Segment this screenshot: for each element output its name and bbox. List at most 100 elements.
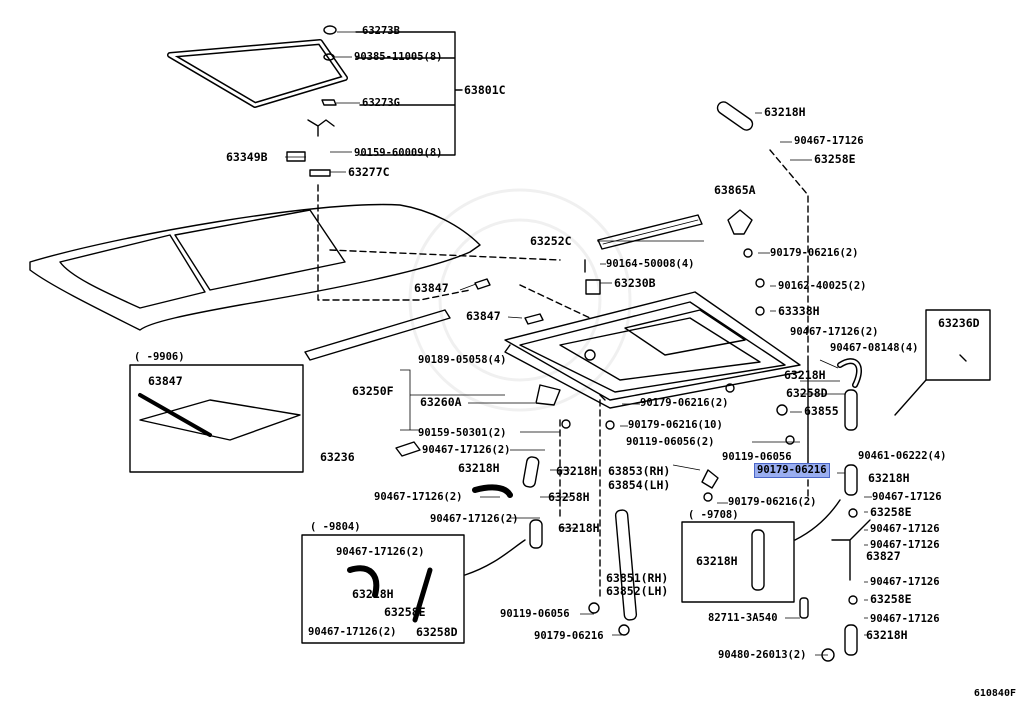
label-90467-b1: 90467-17126(2) <box>336 546 425 558</box>
rail-63851 <box>614 509 638 621</box>
inset-9708 <box>681 521 795 603</box>
label-63273g: 63273G <box>362 97 400 109</box>
label-63252c: 63252C <box>530 234 572 248</box>
label-90159-50301: 90159-50301(2) <box>418 427 507 439</box>
label-63258e-top: 63258E <box>814 152 856 166</box>
hose-63218h-right3 <box>844 624 858 656</box>
joint-63827 <box>831 519 871 581</box>
hose-63218h-right2 <box>844 464 858 496</box>
label-90467-r5: 90467-17126 <box>870 613 940 625</box>
leader-63801c <box>355 31 463 156</box>
label-63865a: 63865A <box>714 183 756 197</box>
label-90179-06216-2a: 90179-06216(2) <box>770 247 859 259</box>
label-9906: ( -9906) <box>134 351 185 363</box>
label-90385: 90385-11005(8) <box>354 51 443 63</box>
watermark-logo <box>408 188 632 412</box>
label-90179-06216-10: 90179-06216(10) <box>628 419 723 431</box>
label-63218h-m3: 63218H <box>558 521 600 535</box>
label-63218h-r1: 63218H <box>784 368 826 382</box>
label-63852: 63852(LH) <box>606 584 669 598</box>
clip-63273g <box>321 99 337 106</box>
hose-63218h-top <box>716 101 754 131</box>
label-90467-m2: 90467-17126(2) <box>374 491 463 503</box>
label-90162: 90162-40025(2) <box>778 280 867 292</box>
hose-63218h-left1 <box>522 456 540 488</box>
label-63258d-b: 63258D <box>416 625 458 639</box>
label-63236: 63236 <box>320 450 355 464</box>
sunroof-glass-panel <box>167 39 348 108</box>
label-90164: 90164-50008(4) <box>606 258 695 270</box>
label-90467-b2: 90467-17126(2) <box>308 626 397 638</box>
leader-dashed-1 <box>317 184 591 319</box>
label-90467-m3: 90467-17126(2) <box>430 513 519 525</box>
label-63854: 63854(LH) <box>608 478 671 492</box>
sunroof-housing-frame <box>504 291 801 409</box>
label-90467-r3: 90467-17126 <box>870 539 940 551</box>
label-63218h-r2: 63218H <box>868 471 910 485</box>
label-63801c: 63801C <box>464 83 506 97</box>
inset-9804 <box>301 534 465 644</box>
label-63851: 63851(RH) <box>606 571 669 585</box>
label-90480: 90480-26013(2) <box>718 649 807 661</box>
inset-9906 <box>129 364 304 473</box>
weatherstrip-63847 <box>304 309 451 361</box>
label-63218h-m2: 63218H <box>556 464 598 478</box>
label-63258e-b: 63258E <box>384 605 426 619</box>
label-63855: 63855 <box>804 404 839 418</box>
diagram-id: 610840F <box>973 688 1016 699</box>
label-63277c: 63277C <box>348 165 390 179</box>
label-90119-2: 90119-06056(2) <box>626 436 715 448</box>
label-63847-b: 63847 <box>466 309 501 323</box>
label-90179-b: 90179-06216 <box>534 630 604 642</box>
label-90467-r2: 90467-17126 <box>870 523 940 535</box>
label-63258e-r1: 63258E <box>870 505 912 519</box>
label-63847-box: 63847 <box>148 374 183 388</box>
label-90119-b: 90119-06056 <box>500 608 570 620</box>
label-63218h-top: 63218H <box>764 105 806 119</box>
hose-63218h-right1 <box>844 389 858 431</box>
label-9708: ( -9708) <box>688 509 739 521</box>
label-63236d: 63236D <box>938 316 980 330</box>
wind-deflector-63252c <box>597 214 703 250</box>
label-90461: 90461-06222(4) <box>858 450 947 462</box>
label-63218h-m1: 63218H <box>458 461 500 475</box>
label-90467-top: 90467-17126 <box>794 135 864 147</box>
label-90467-08148: 90467-08148(4) <box>830 342 919 354</box>
label-63338h: 63338H <box>778 304 820 318</box>
label-63853: 63853(RH) <box>608 464 671 478</box>
label-63273b: 63273B <box>362 25 400 37</box>
label-63218h-b: 63218H <box>352 587 394 601</box>
label-9804: ( -9804) <box>310 521 361 533</box>
label-90467-r4: 90467-17126 <box>870 576 940 588</box>
label-90179-highlight[interactable]: 90179-06216 <box>754 463 830 478</box>
label-63258h: 63258H <box>548 490 590 504</box>
label-63349b: 63349B <box>226 150 268 164</box>
label-63250f: 63250F <box>352 384 394 398</box>
bracket-63273 <box>307 119 335 137</box>
drive-unit-63865a <box>727 209 753 235</box>
label-90119-r: 90119-06056 <box>722 451 792 463</box>
label-63218h-box2: 63218H <box>696 554 738 568</box>
clip-63273b <box>323 25 337 35</box>
label-90179-06216-2b: 90179-06216(2) <box>640 397 729 409</box>
label-63258e-r2: 63258E <box>870 592 912 606</box>
label-63258d-r: 63258D <box>786 386 828 400</box>
label-90467-m1: 90467-17126(2) <box>422 444 511 456</box>
label-90467-2: 90467-17126(2) <box>790 326 879 338</box>
label-90189: 90189-05058(4) <box>418 354 507 366</box>
label-90179-06216-2c: 90179-06216(2) <box>728 496 817 508</box>
label-90159-60009: 90159-60009(8) <box>354 147 443 159</box>
bracket-63277c <box>309 169 331 177</box>
label-63260a: 63260A <box>420 395 462 409</box>
label-63230b: 63230B <box>614 276 656 290</box>
label-63827: 63827 <box>866 549 901 563</box>
bracket-63349b <box>286 151 306 162</box>
hose-63218h-left3 <box>529 519 543 549</box>
label-63847-a: 63847 <box>414 281 449 295</box>
label-82711: 82711-3A540 <box>708 612 778 624</box>
inset-63236d <box>925 309 991 381</box>
hose-63218h-left2 <box>472 484 513 498</box>
label-90467-r1: 90467-17126 <box>872 491 942 503</box>
roof-panel <box>29 203 481 331</box>
